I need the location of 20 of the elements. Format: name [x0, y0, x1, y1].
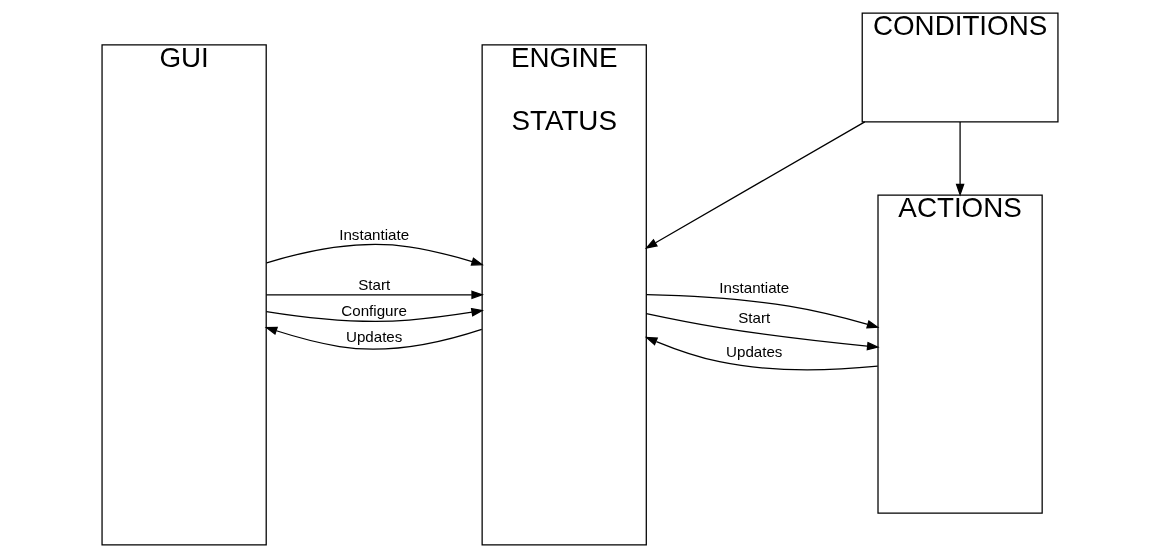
edge-label: Instantiate: [719, 279, 790, 297]
arrow: [646, 293, 880, 329]
arrow: [645, 312, 880, 351]
arrow: [644, 336, 879, 371]
node-box: GUI: [101, 44, 267, 546]
edge-label: Instantiate: [339, 225, 410, 243]
edge-label: Updates: [726, 343, 783, 361]
node-box: CONDITIONS: [861, 12, 1059, 123]
edge-label: Updates: [345, 328, 403, 346]
arrow: [955, 121, 965, 197]
edge-label: Start: [738, 309, 771, 327]
arrow: [264, 326, 483, 350]
node-box: ACTIONS: [877, 194, 1043, 514]
edge-label: Configure: [341, 301, 407, 319]
arrow: [644, 121, 866, 249]
node-box: ENGINE STATUS: [481, 44, 647, 546]
edge-label: Start: [358, 276, 391, 294]
arrow: [265, 290, 484, 300]
arrow: [266, 243, 484, 266]
arrow: [265, 307, 484, 322]
